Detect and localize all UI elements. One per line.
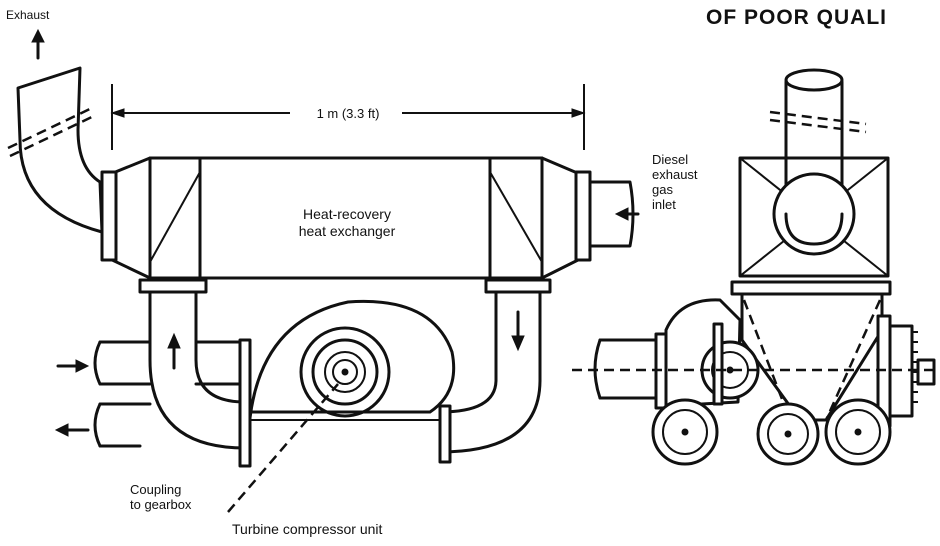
heat-exchanger-label: Heat-recovery heat exchanger	[298, 206, 396, 239]
diesel-inlet-pipe	[588, 180, 640, 248]
dimension-label: 1 m (3.3 ft)	[296, 106, 400, 121]
dimension-line	[110, 84, 586, 150]
exhaust-stack	[7, 66, 104, 234]
left-u-pipe	[138, 278, 247, 450]
exhaust-label: Exhaust	[6, 8, 50, 22]
exhaust-arrow-icon	[31, 28, 45, 60]
quality-stamp: OF POOR QUALI	[706, 6, 887, 29]
end-view-pipe-ends	[651, 398, 892, 466]
turbine-compressor-unit	[238, 299, 456, 468]
side-pipes	[54, 340, 247, 448]
heat-exchanger-shell	[100, 156, 592, 280]
turbine-unit-label: Turbine compressor unit	[232, 521, 383, 537]
end-view-flange	[730, 280, 892, 296]
end-view-turbine	[593, 298, 760, 410]
right-u-pipe	[438, 278, 552, 454]
end-view-shell	[738, 156, 890, 278]
coupling-leader-line	[227, 383, 339, 513]
diesel-inlet-label: Diesel exhaust gas inlet	[652, 152, 698, 212]
coupling-label: Coupling to gearbox	[130, 482, 192, 512]
